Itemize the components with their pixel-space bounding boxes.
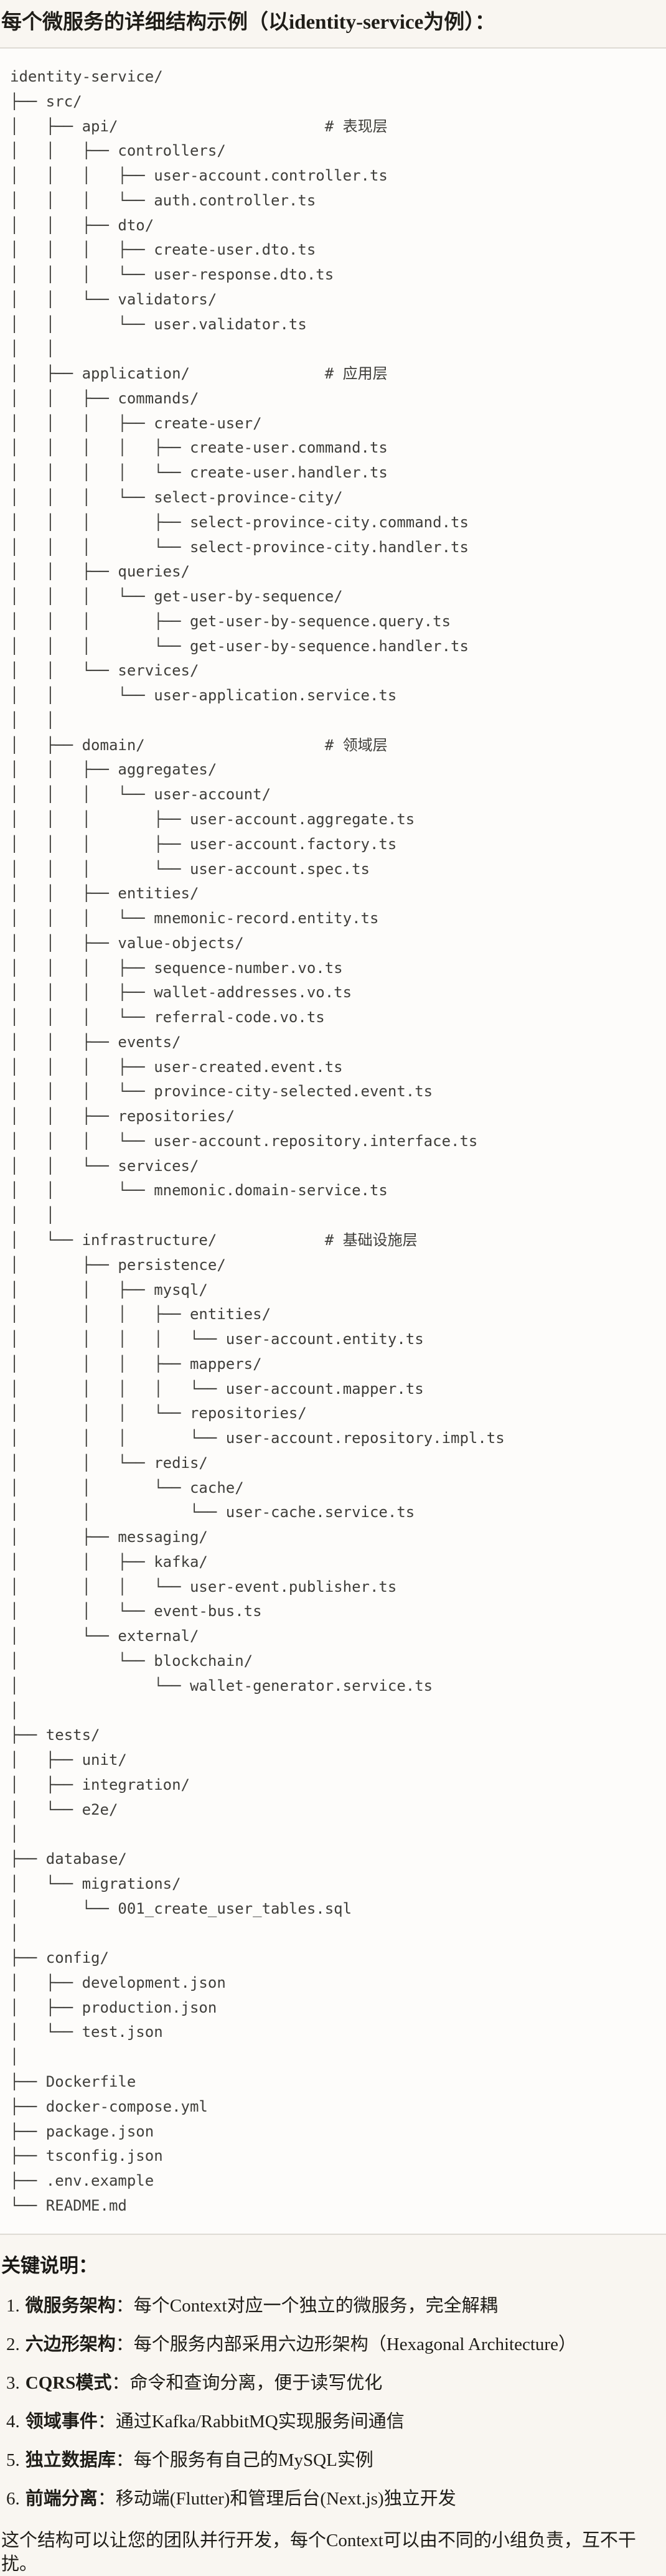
note-label: 微服务架构 (25, 2295, 116, 2316)
note-number: 3. (6, 2372, 20, 2393)
note-item-domain-events: 4.领域事件：通过Kafka/RabbitMQ实现服务间通信 (6, 2410, 666, 2433)
note-desc: ：每个服务内部采用六边形架构（Hexagonal Architecture） (115, 2334, 576, 2354)
note-item-cqrs: 3.CQRS模式：命令和查询分离，便于读写优化 (6, 2372, 666, 2394)
note-item-independent-db: 5.独立数据库：每个服务有自己的MySQL实例 (6, 2449, 666, 2471)
note-label: 前端分离 (25, 2488, 98, 2509)
note-label: 领域事件 (25, 2411, 98, 2432)
note-number: 4. (6, 2411, 20, 2432)
document-body: 每个微服务的详细结构示例（以identity-service为例）： ident… (0, 10, 666, 2576)
note-desc: ：命令和查询分离，便于读写优化 (111, 2372, 383, 2393)
note-label: 独立数据库 (25, 2450, 116, 2470)
note-desc: ：每个Context对应一个独立的微服务，完全解耦 (115, 2295, 498, 2316)
note-item-microservice: 1.微服务架构：每个Context对应一个独立的微服务，完全解耦 (6, 2295, 666, 2317)
note-label: 六边形架构 (25, 2334, 116, 2354)
closing-paragraph: 这个结构可以让您的团队并行开发，每个Context可以由不同的小组负责，互不干扰… (1, 2530, 636, 2574)
note-number: 2. (6, 2334, 20, 2354)
note-item-frontend-split: 6.前端分离：移动端(Flutter)和管理后台(Next.js)独立开发 (6, 2488, 666, 2510)
note-desc: ：每个服务有自己的MySQL实例 (115, 2450, 373, 2470)
note-number: 5. (6, 2450, 20, 2470)
directory-tree-code-block: identity-service/ ├── src/ │ ├── api/ # … (0, 47, 666, 2235)
notes-heading: 关键说明： (1, 2254, 98, 2277)
note-item-hexagonal: 2.六边形架构：每个服务内部采用六边形架构（Hexagonal Architec… (6, 2333, 666, 2356)
note-label: CQRS模式 (25, 2372, 112, 2393)
note-desc: ：移动端(Flutter)和管理后台(Next.js)独立开发 (97, 2488, 456, 2509)
note-number: 6. (6, 2488, 20, 2509)
note-desc: ：通过Kafka/RabbitMQ实现服务间通信 (97, 2411, 405, 2432)
page-title: 每个微服务的详细结构示例（以identity-service为例）： (1, 11, 495, 34)
note-number: 1. (6, 2295, 20, 2316)
